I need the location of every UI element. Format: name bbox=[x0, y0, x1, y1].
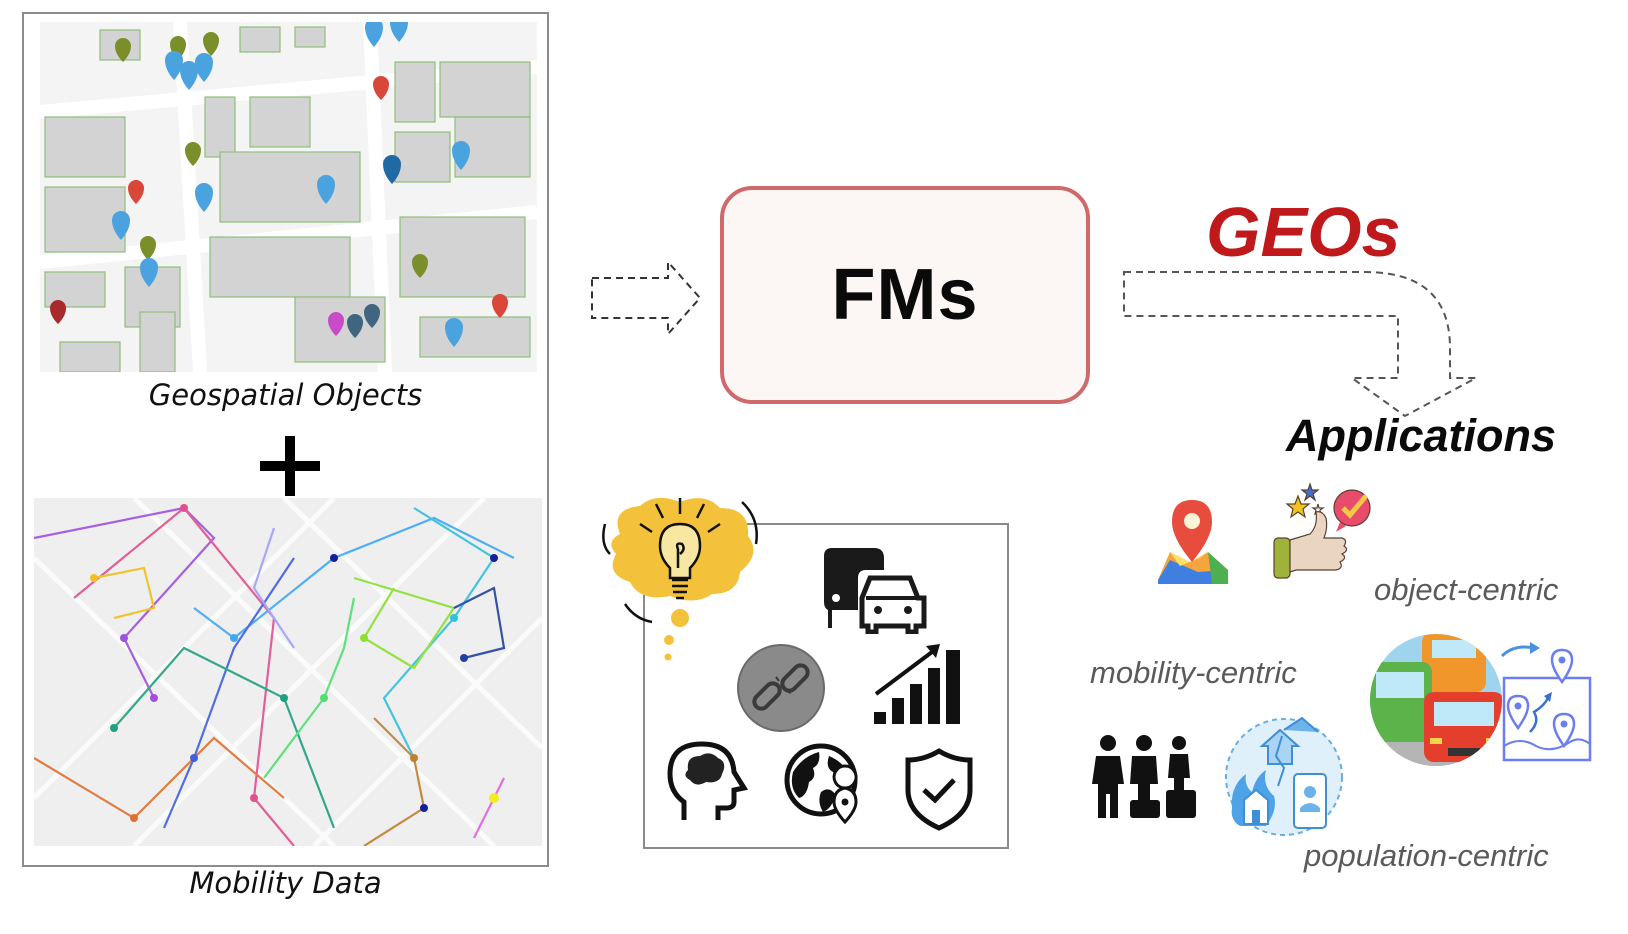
geospatial-objects-caption: Geospatial Objects bbox=[148, 378, 423, 412]
globe-location-icon bbox=[783, 742, 865, 824]
geospatial-objects-map bbox=[40, 22, 537, 372]
object-centric-label: object-centric bbox=[1374, 572, 1559, 607]
population-centric-label: population-centric bbox=[1304, 838, 1549, 873]
traffic-cars-icon bbox=[1368, 632, 1504, 768]
head-brain-icon bbox=[666, 740, 748, 824]
mobility-centric-label: mobility-centric bbox=[1090, 655, 1297, 690]
input-to-fm-arrow bbox=[588, 258, 708, 338]
route-map-icon bbox=[1500, 636, 1592, 762]
fm-label: FMs bbox=[831, 255, 979, 335]
foundation-models-box: FMs bbox=[720, 186, 1090, 404]
shield-check-icon bbox=[904, 748, 974, 832]
lightbulb-thought-icon bbox=[600, 494, 770, 674]
plus-icon bbox=[260, 436, 320, 496]
growth-bars-icon bbox=[874, 644, 966, 726]
broken-link-icon bbox=[736, 643, 826, 733]
bus-car-icon bbox=[818, 548, 928, 634]
map-pin-icon bbox=[1150, 500, 1234, 590]
fm-to-applications-arrow bbox=[1120, 268, 1480, 418]
people-groups-icon bbox=[1092, 734, 1196, 820]
disaster-response-icon bbox=[1222, 716, 1346, 838]
applications-label: Applications bbox=[1286, 410, 1557, 461]
geos-label: GEOs bbox=[1206, 193, 1401, 271]
mobility-data-caption: Mobility Data bbox=[189, 866, 382, 900]
thumbs-up-rating-icon bbox=[1270, 482, 1380, 582]
mobility-data-map bbox=[34, 498, 542, 846]
capabilities-box bbox=[643, 523, 1009, 849]
